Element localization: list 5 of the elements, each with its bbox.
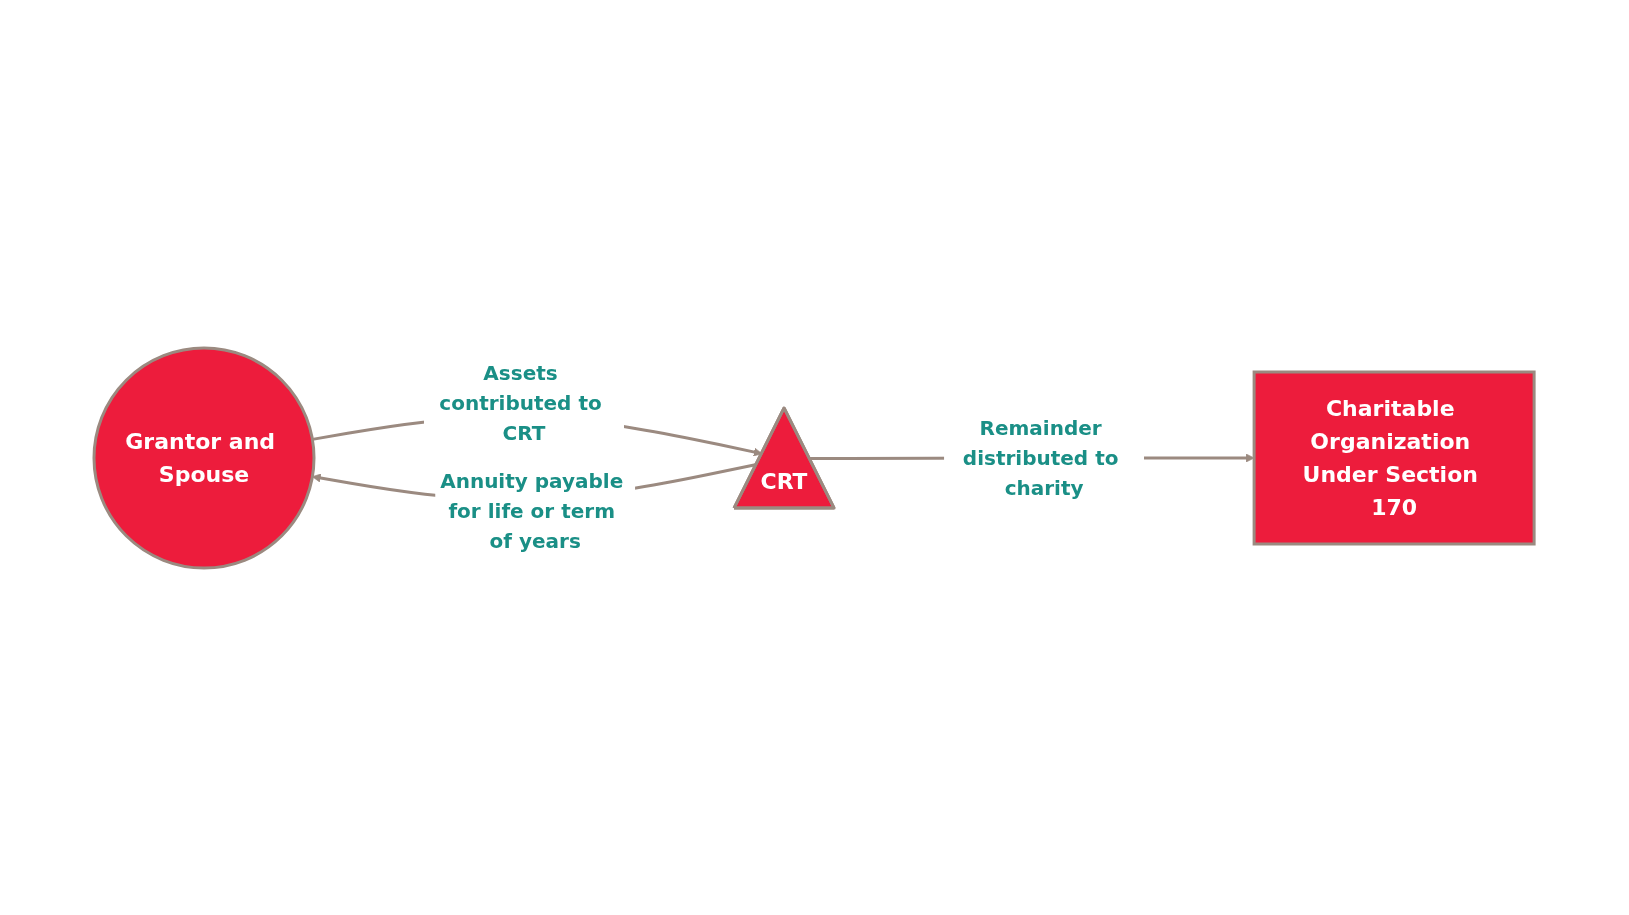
edge-label: Assets contributed to CRT (439, 360, 603, 445)
edge-label: Annuity payable for life or term of years (440, 468, 624, 553)
edge-label: Remainder distributed to charity (963, 415, 1119, 500)
node-circle: Grantor and Spouse (92, 346, 316, 569)
node-box: Charitable Organization Under Section 170 (1253, 370, 1537, 545)
